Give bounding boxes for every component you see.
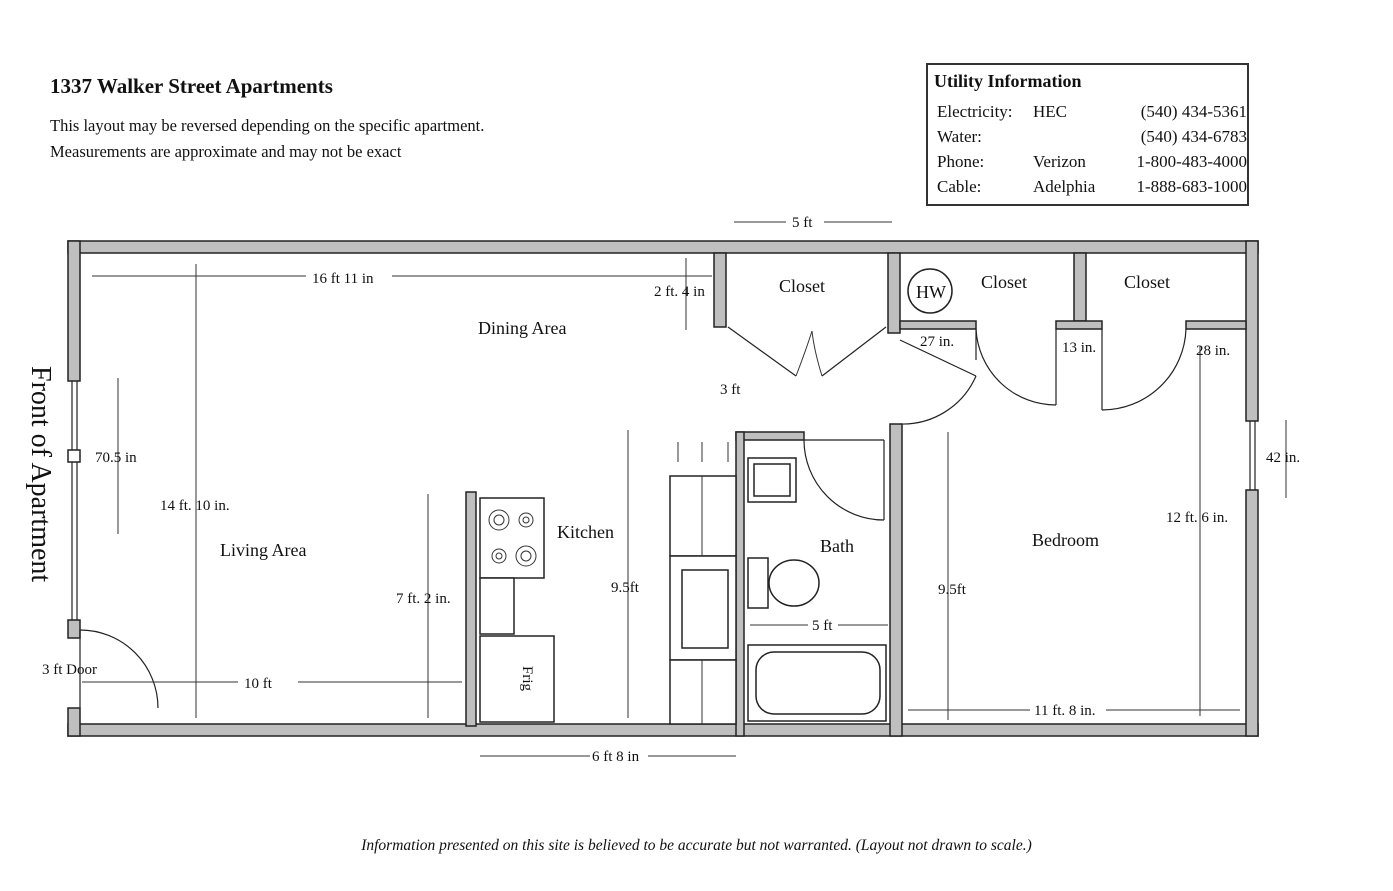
dim-bottom-width: 6 ft 8 in (592, 749, 640, 765)
closet-label-2: Closet (981, 272, 1027, 292)
reverse-note: This layout may be reversed depending on… (50, 116, 485, 135)
fridge-label: Frig (519, 666, 535, 692)
dim-door-28: 28 in. (1196, 343, 1230, 359)
page-title: 1337 Walker Street Apartments (50, 74, 333, 98)
bedroom-label: Bedroom (1032, 530, 1099, 550)
utility-info-box: Utility Information Electricity: HEC (54… (926, 63, 1249, 206)
utility-row-cable: Cable: Adelphia 1-888-683-1000 (937, 177, 1247, 199)
sink-basin (753, 463, 791, 497)
dim-top-5ft: 5 ft (792, 215, 813, 231)
dim-kitchen-9-5: 9.5ft (611, 580, 640, 596)
living-area-label: Living Area (220, 540, 306, 560)
utility-row-water: Water: (540) 434-6783 (937, 127, 1247, 149)
utility-title: Utility Information (934, 71, 1082, 91)
dim-bedroom-width: 11 ft. 8 in. (1034, 703, 1096, 719)
dim-bath-width: 5 ft (812, 618, 833, 634)
approx-note: Measurements are approximate and may not… (50, 142, 402, 161)
utility-phone: 1-800-483-4000 (1136, 152, 1247, 171)
utility-provider: Verizon (1033, 152, 1086, 171)
dining-area-label: Dining Area (478, 318, 566, 338)
utility-phone: 1-888-683-1000 (1136, 177, 1247, 196)
bath-walls (735, 423, 903, 737)
disclaimer-footer: Information presented on this site is be… (361, 837, 1032, 854)
dimension-lines (82, 221, 1287, 757)
dim-door-13: 13 in. (1062, 340, 1096, 356)
closet-swing-doors (899, 328, 1187, 425)
utility-row-electricity: Electricity: HEC (540) 434-5361 (937, 102, 1247, 124)
toilet-icon (768, 559, 820, 607)
bath-label: Bath (820, 536, 854, 556)
closet-walls (713, 252, 1247, 334)
front-of-apartment-label: Front of Apartment (25, 366, 56, 582)
kitchen-label: Kitchen (557, 522, 614, 542)
utility-row-phone: Phone: Verizon 1-800-483-4000 (937, 152, 1247, 174)
front-window (67, 381, 81, 620)
toilet-tank (747, 557, 769, 609)
kitchen-counter-right (669, 475, 737, 725)
utility-label: Electricity: (937, 102, 1013, 121)
bathtub-basin (755, 651, 881, 715)
closet-bifold-door (727, 326, 887, 377)
dim-closet-offset: 2 ft. 4 in (654, 284, 705, 300)
water-heater-label: HW (916, 282, 946, 302)
dim-hall-3ft: 3 ft (720, 382, 741, 398)
utility-label: Phone: (937, 152, 985, 171)
outer-walls (67, 240, 1259, 737)
utility-label: Cable: (937, 177, 982, 196)
dim-bedroom-9-5: 9.5ft (938, 582, 967, 598)
dim-window: 70.5 in (95, 450, 137, 466)
dim-door-27: 27 in. (920, 334, 954, 350)
kitchen-counter-left (465, 491, 555, 727)
closet-label-3: Closet (1124, 272, 1170, 292)
dim-bedroom-depth: 12 ft. 6 in. (1166, 510, 1228, 526)
stove-burners-icon (488, 509, 537, 567)
bedroom-window (1249, 421, 1256, 490)
utility-label: Water: (937, 127, 982, 146)
dim-living-width: 10 ft (244, 676, 273, 692)
closet-label-1: Closet (779, 276, 825, 296)
utility-provider: HEC (1033, 102, 1067, 121)
dim-dining-width: 16 ft 11 in (312, 271, 374, 287)
front-door (79, 629, 159, 709)
utility-phone: (540) 434-5361 (1140, 102, 1247, 121)
utility-phone: (540) 434-6783 (1140, 127, 1247, 146)
water-heater-icon (907, 268, 953, 314)
dim-front-door: 3 ft Door (42, 662, 97, 678)
dim-kitchen-depth: 7 ft. 2 in. (396, 591, 451, 607)
dim-living-depth: 14 ft. 10 in. (160, 498, 230, 514)
dim-bed-window: 42 in. (1266, 450, 1300, 466)
utility-provider: Adelphia (1033, 177, 1096, 196)
